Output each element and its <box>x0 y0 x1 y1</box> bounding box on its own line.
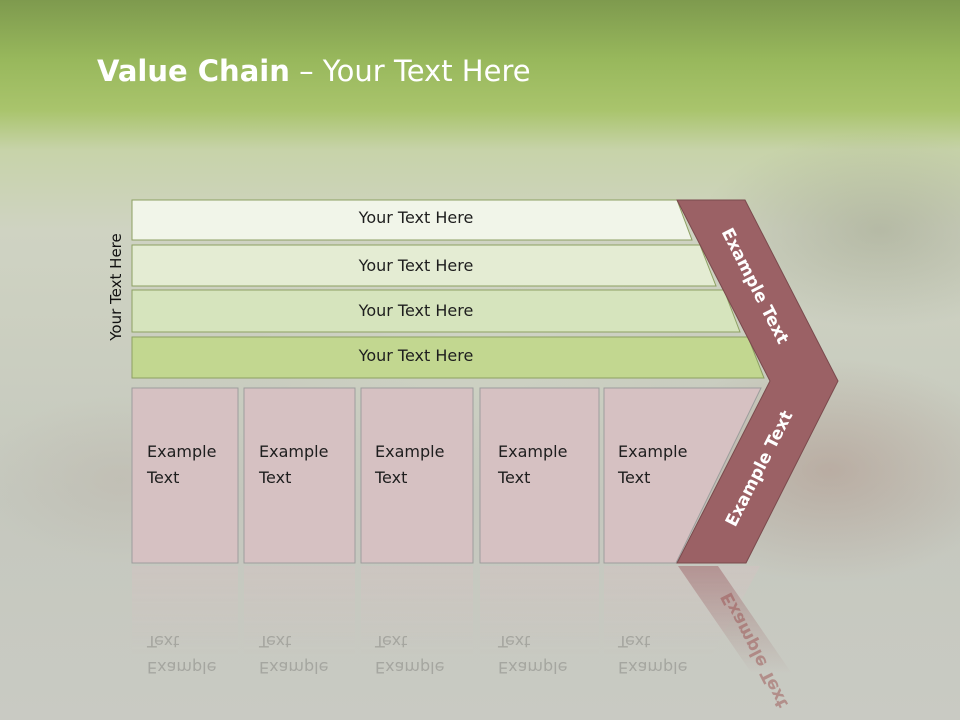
box-reflection <box>132 566 238 696</box>
row-bar-3 <box>131 289 741 333</box>
activity-box-3 <box>360 387 474 564</box>
box-reflection <box>480 566 599 696</box>
box-text-2: Example Text <box>259 439 328 491</box>
box-reflection <box>361 566 473 696</box>
box-text-1-reflection: Example Text <box>147 628 216 680</box>
box-text-3-line1: Example <box>375 442 445 461</box>
box-reflection <box>244 566 355 696</box>
box-text-1-line1: Example <box>147 442 217 461</box>
reflection-line: Example <box>618 658 688 677</box>
box-text-4: Example Text <box>498 439 567 491</box>
box-text-5: Example Text <box>618 439 687 491</box>
title-bold: Value Chain <box>97 54 290 88</box>
reflection-line: Example <box>498 658 568 677</box>
chevron-reflection <box>678 566 810 700</box>
box-text-3: Example Text <box>375 439 444 491</box>
box-text-5-reflection: Example Text <box>618 628 687 680</box>
reflection-line: Text <box>147 632 180 651</box>
row-bar-2 <box>131 244 717 287</box>
reflection-line: Example <box>147 658 217 677</box>
activity-box-1 <box>131 387 239 564</box>
reflection-line: Text <box>259 632 292 651</box>
reflection-line: Text <box>498 632 531 651</box>
reflection-line: Text <box>618 632 651 651</box>
title-rest: – Your Text Here <box>289 54 531 88</box>
box-text-4-line2: Text <box>498 468 531 487</box>
box-text-3-line2: Text <box>375 468 408 487</box>
activity-box-4 <box>479 387 600 564</box>
reflection-line: Example <box>259 658 329 677</box>
box-text-2-line1: Example <box>259 442 329 461</box>
margin-chevron <box>676 199 839 564</box>
box-text-4-reflection: Example Text <box>498 628 567 680</box>
slide-title: Value Chain – Your Text Here <box>97 54 531 88</box>
reflection-line: Example <box>375 658 445 677</box>
box-text-4-line1: Example <box>498 442 568 461</box>
box-text-1-line2: Text <box>147 468 180 487</box>
box-text-5-line2: Text <box>618 468 651 487</box>
row-label-2: Your Text Here <box>358 256 474 275</box>
reflection-line: Text <box>375 632 408 651</box>
row-label-4: Your Text Here <box>358 346 474 365</box>
row-label-1: Your Text Here <box>358 208 474 227</box>
box-text-2-reflection: Example Text <box>259 628 328 680</box>
row-label-3: Your Text Here <box>358 301 474 320</box>
row-bar-4 <box>131 336 765 379</box>
row-bar-1 <box>131 199 693 241</box>
box-text-5-line1: Example <box>618 442 688 461</box>
box-text-2-line2: Text <box>259 468 292 487</box>
activity-box-2 <box>243 387 356 564</box>
box-text-3-reflection: Example Text <box>375 628 444 680</box>
box-text-1: Example Text <box>147 439 216 491</box>
reflection-group <box>132 566 810 700</box>
activity-box-5 <box>603 387 762 564</box>
